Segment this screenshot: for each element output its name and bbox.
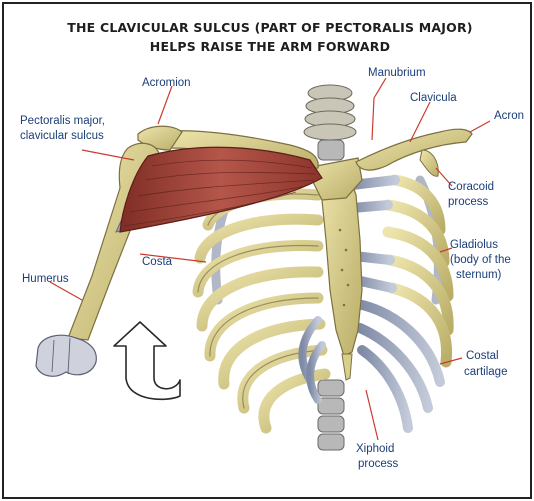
label-pectoralis-line2: clavicular sulcus bbox=[20, 130, 104, 142]
label-coracoid-line2: process bbox=[448, 196, 489, 208]
label-manubrium: Manubrium bbox=[368, 67, 426, 79]
label-pectoralis-line1: Pectoralis major, bbox=[20, 115, 105, 127]
label-xiphoid-line2: process bbox=[358, 458, 399, 470]
label-clavicula: Clavicula bbox=[410, 92, 457, 104]
label-acromion-right: Acron bbox=[494, 110, 524, 122]
label-gladiolus-line2: (body of the bbox=[450, 254, 511, 266]
label-costa: Costa bbox=[142, 256, 173, 268]
label-costal-line1: Costal bbox=[466, 350, 499, 362]
label-acromion-left: Acromion bbox=[142, 77, 191, 89]
label-gladiolus-line1: Gladiolus bbox=[450, 239, 498, 251]
title-line-2: HELPS RAISE THE ARM FORWARD bbox=[150, 39, 390, 54]
title-line-1: THE CLAVICULAR SULCUS (PART OF PECTORALI… bbox=[67, 20, 472, 35]
label-humerus: Humerus bbox=[22, 273, 69, 285]
label-coracoid-line1: Coracoid bbox=[448, 181, 494, 193]
label-costal-line2: cartilage bbox=[464, 366, 507, 378]
label-gladiolus-line3: sternum) bbox=[456, 269, 502, 281]
label-xiphoid-line1: Xiphoid bbox=[356, 443, 394, 455]
